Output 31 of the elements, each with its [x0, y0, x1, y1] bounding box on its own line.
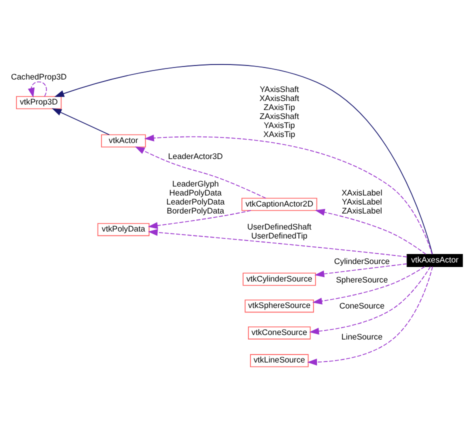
- node-box: vtkConeSource: [248, 326, 311, 340]
- arrow: [309, 266, 431, 335]
- node-box: vtkCylinderSource: [242, 272, 316, 286]
- arrow: [314, 263, 408, 278]
- node-box: vtkSphereSource: [244, 300, 314, 313]
- arrow: [148, 210, 252, 229]
- arrow: [307, 266, 433, 366]
- edge-label: UserDefinedShaft UserDefinedTip: [247, 222, 312, 241]
- edge-label: LeaderActor3D: [168, 152, 223, 161]
- arrow: [148, 229, 408, 258]
- arrow: [134, 146, 266, 199]
- arrow: [312, 266, 426, 304]
- edge-label: ConeSource: [339, 302, 385, 311]
- arrow: [144, 134, 433, 255]
- node-box: vtkPolyData: [97, 223, 150, 236]
- node-box: vtkActor: [101, 134, 146, 148]
- arrow: [28, 81, 47, 98]
- edge-label: CylinderSource: [334, 256, 390, 266]
- node-box: vtkCaptionActor2D: [241, 198, 318, 211]
- edge-label: SphereSource: [336, 276, 388, 285]
- edge-label: CachedProp3D: [11, 72, 67, 82]
- arrow: [315, 208, 426, 255]
- edge-label: LineSource: [341, 332, 382, 342]
- edge-label: XAxisLabel YAxisLabel ZAxisLabel: [342, 188, 382, 216]
- node-box: vtkProp3D: [16, 96, 62, 110]
- node-box: vtkLineSource: [250, 354, 309, 368]
- node-box: vtkAxesActor: [406, 254, 463, 268]
- arrow: [52, 108, 110, 136]
- arrow: [54, 64, 433, 254]
- edge-label: YAxisShaft XAxisShaft ZAxisTip ZAxisShaft YAxisTip XAxisTip: [259, 85, 300, 139]
- edge-label: LeaderGlyph HeadPolyData LeaderPolyData BorderPolyData: [166, 179, 225, 216]
